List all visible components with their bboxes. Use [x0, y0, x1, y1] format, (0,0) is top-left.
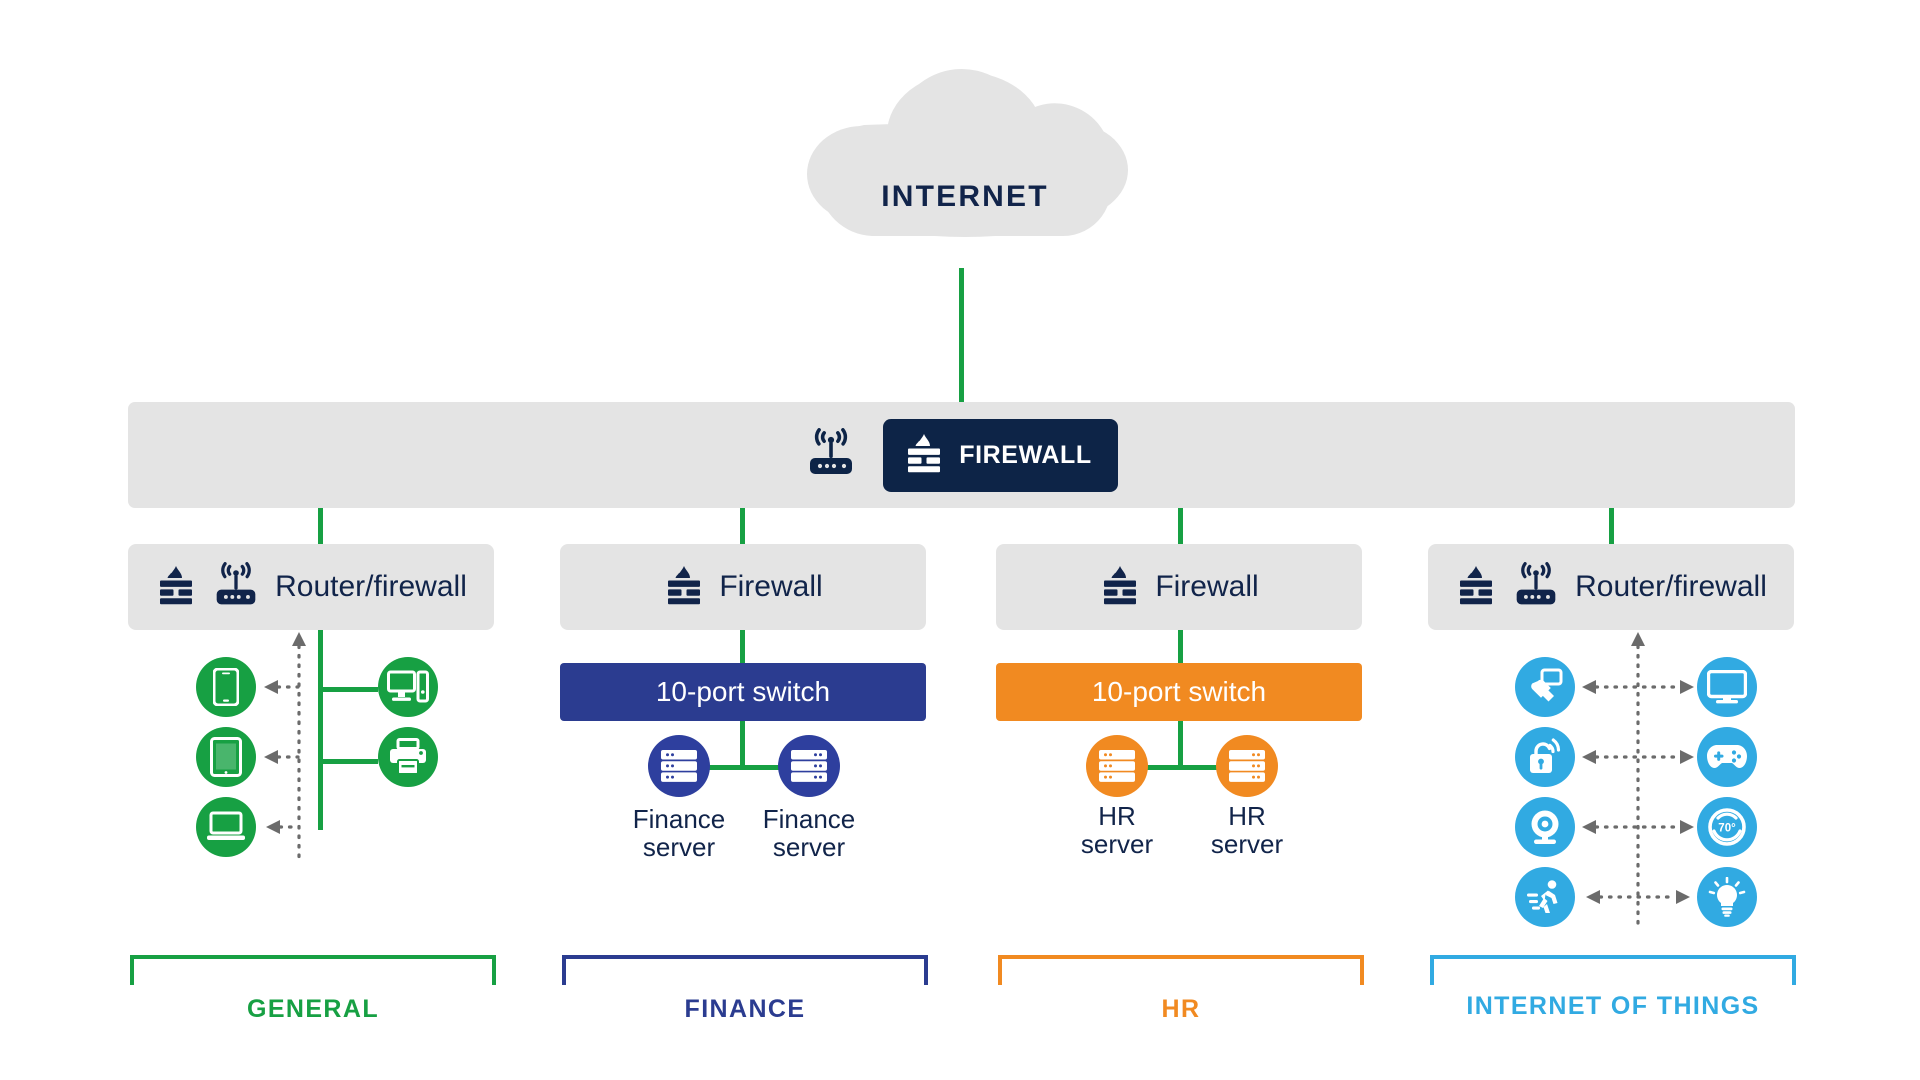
zone-header-general[interactable]: Router/firewall — [128, 544, 494, 630]
server-rack-icon — [791, 750, 827, 782]
caption-line-2: server — [772, 832, 846, 863]
link-internet-to-firewall — [959, 268, 964, 404]
zone-header-finance-label: Firewall — [719, 570, 823, 603]
legend-finance: FINANCE — [684, 995, 806, 1023]
server-hr-2-caption: HR server — [1172, 802, 1322, 858]
firewall-brick-flame-icon — [663, 564, 705, 611]
caption-line-2: server — [1210, 829, 1284, 860]
smartphone-icon — [213, 668, 239, 706]
zone-header-iot-label: Router/firewall — [1575, 570, 1767, 603]
device-tablet[interactable] — [196, 727, 256, 787]
device-smart-touch[interactable] — [1515, 657, 1575, 717]
bracket-iot — [1430, 955, 1796, 985]
finance-switch-label: 10-port switch — [655, 676, 831, 707]
thermostat-value: 70° — [1718, 823, 1736, 835]
legend-hr: HR — [1161, 995, 1201, 1023]
firewall-badge-label: FIREWALL — [959, 440, 1092, 469]
finance-switch-trunk — [740, 721, 745, 767]
firewall-badge[interactable]: FIREWALL — [883, 418, 1118, 492]
finance-server-bus — [680, 765, 802, 770]
server-finance-1-caption: Finance server — [604, 805, 754, 861]
device-game-controller[interactable] — [1697, 727, 1757, 787]
legend-iot: INTERNET OF THINGS — [1466, 992, 1760, 1020]
caption-line-1: HR — [1228, 801, 1266, 831]
server-rack-icon — [1099, 750, 1135, 782]
device-laptop[interactable] — [196, 797, 256, 857]
firewall-brick-flame-icon — [1455, 564, 1497, 611]
light-bulb-icon — [1708, 877, 1746, 917]
bracket-hr — [998, 955, 1364, 985]
firewall-brick-flame-icon — [1099, 564, 1141, 611]
server-finance-2-caption: Finance server — [734, 805, 884, 861]
tablet-icon — [210, 737, 242, 777]
cloud-icon — [807, 68, 1128, 237]
hr-switch-label: 10-port switch — [1091, 676, 1267, 707]
caption-line-2: server — [642, 832, 716, 863]
smart-tv-icon — [1707, 670, 1747, 704]
hr-server-bus — [1118, 765, 1240, 770]
thermostat-icon: 70° — [1708, 808, 1746, 846]
wireless-router-icon — [211, 561, 261, 613]
hr-switch[interactable]: 10-port switch — [996, 663, 1362, 721]
wireless-router-icon — [805, 427, 857, 483]
device-printer[interactable] — [378, 727, 438, 787]
caption-line-1: HR — [1098, 801, 1136, 831]
zone-header-general-label: Router/firewall — [275, 570, 467, 603]
general-branch-desktop — [318, 687, 378, 692]
device-light-bulb[interactable] — [1697, 867, 1757, 927]
general-trunk — [318, 630, 323, 830]
caption-line-1: Finance — [632, 804, 726, 834]
device-smart-tv[interactable] — [1697, 657, 1757, 717]
link-bar-to-hr — [1178, 508, 1183, 550]
iot-dotted-connectors — [1582, 632, 1694, 930]
device-motion-sensor[interactable] — [1515, 867, 1575, 927]
zone-header-hr-label: Firewall — [1155, 570, 1259, 603]
general-branch-printer — [318, 759, 378, 764]
link-bar-to-finance — [740, 508, 745, 550]
bracket-finance — [562, 955, 928, 985]
general-dotted-connectors — [264, 632, 306, 860]
device-thermostat[interactable]: 70° — [1697, 797, 1757, 857]
laptop-icon — [207, 811, 245, 840]
motion-sensor-icon — [1527, 880, 1558, 913]
smart-touch-icon — [1531, 668, 1563, 702]
server-rack-icon — [661, 750, 697, 782]
webcam-icon — [1531, 810, 1559, 844]
server-finance-1[interactable] — [648, 735, 710, 797]
bracket-general — [130, 955, 496, 985]
game-controller-icon — [1707, 745, 1747, 768]
zone-header-hr[interactable]: Firewall — [996, 544, 1362, 630]
hr-link-firewall-to-switch — [1178, 630, 1183, 665]
device-smart-lock[interactable] — [1515, 727, 1575, 787]
device-webcam[interactable] — [1515, 797, 1575, 857]
finance-switch[interactable]: 10-port switch — [560, 663, 926, 721]
server-hr-2[interactable] — [1216, 735, 1278, 797]
internet-cloud: INTERNET — [800, 62, 1130, 267]
firewall-brick-flame-icon — [155, 564, 197, 611]
server-finance-2[interactable] — [778, 735, 840, 797]
zone-header-finance[interactable]: Firewall — [560, 544, 926, 630]
finance-link-firewall-to-switch — [740, 630, 745, 665]
server-rack-icon — [1229, 750, 1265, 782]
firewall-brick-flame-icon — [903, 432, 945, 479]
legend-general: GENERAL — [246, 995, 380, 1023]
link-bar-to-general — [318, 508, 323, 550]
server-hr-1-caption: HR server — [1042, 802, 1192, 858]
server-hr-1[interactable] — [1086, 735, 1148, 797]
hr-switch-trunk — [1178, 721, 1183, 767]
zone-header-iot[interactable]: Router/firewall — [1428, 544, 1794, 630]
caption-line-1: Finance — [762, 804, 856, 834]
link-bar-to-iot — [1609, 508, 1614, 550]
device-smartphone[interactable] — [196, 657, 256, 717]
wireless-router-icon — [1511, 561, 1561, 613]
desktop-computer-icon — [387, 670, 429, 703]
smart-lock-icon — [1530, 738, 1561, 773]
cloud-label: INTERNET — [881, 180, 1049, 213]
printer-icon — [390, 738, 426, 775]
caption-line-2: server — [1080, 829, 1154, 860]
perimeter-firewall-bar: FIREWALL — [128, 402, 1795, 508]
device-desktop-computer[interactable] — [378, 657, 438, 717]
